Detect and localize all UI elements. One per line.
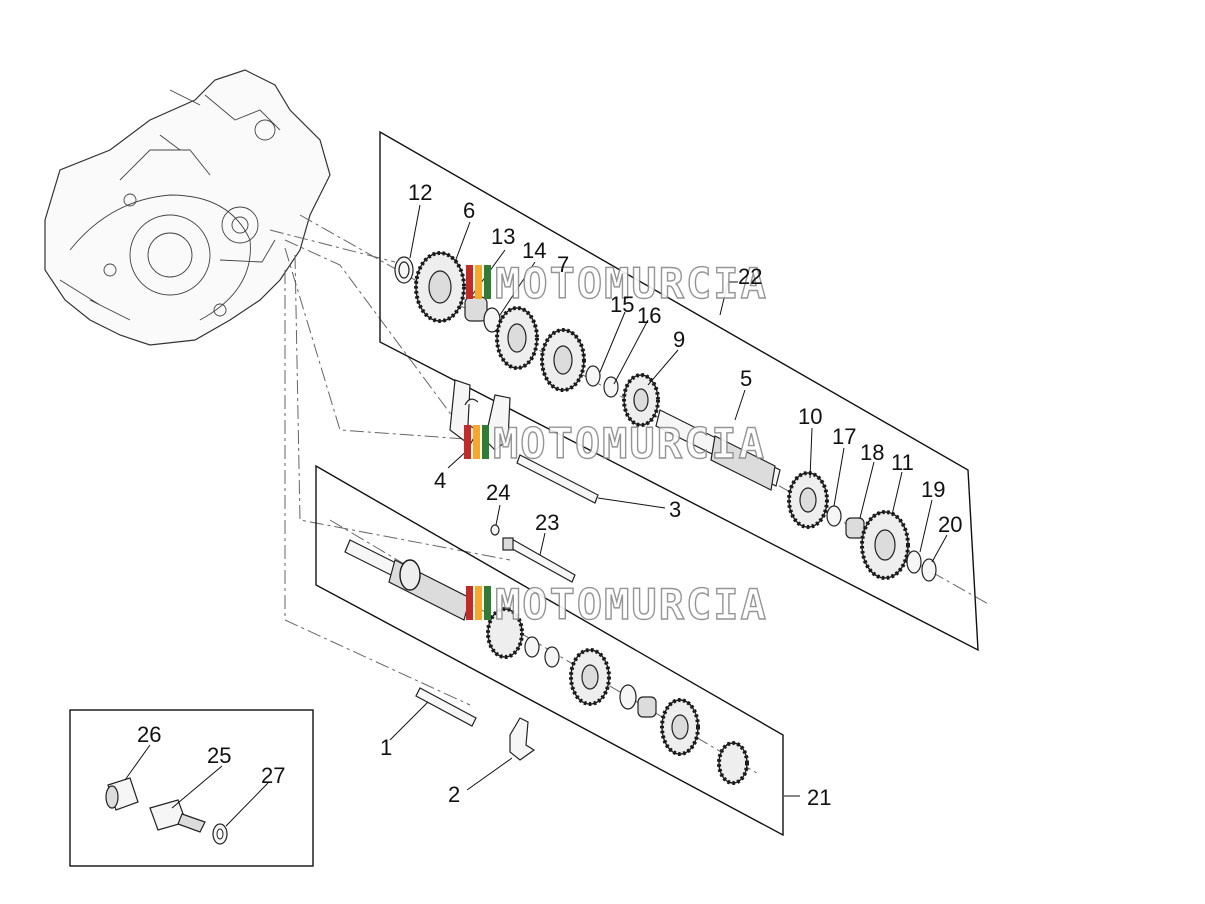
part-layshaft-gear-a — [486, 607, 524, 659]
part-3-fork-rod — [516, 454, 599, 504]
part-18-bushing — [845, 517, 865, 539]
watermark-middle: MOTOMURCIA — [464, 418, 766, 469]
callout-5: 5 — [740, 366, 752, 391]
callout-labels: 12 6 13 14 7 22 15 16 9 5 10 17 18 11 19… — [137, 180, 962, 810]
callout-11: 11 — [891, 450, 914, 475]
callout-23: 23 — [535, 510, 559, 535]
callout-19: 19 — [921, 477, 945, 502]
watermark-top: MOTOMURCIA — [466, 258, 768, 309]
crankcase-illustration — [44, 69, 331, 346]
watermark-bottom: MOTOMURCIA — [466, 579, 768, 630]
part-27-washer — [212, 823, 228, 845]
callout-20: 20 — [938, 512, 962, 537]
part-gear-main-3 — [540, 328, 586, 392]
part-25-sensor-plug — [149, 799, 206, 833]
part-layshaft-bearing — [619, 684, 657, 718]
part-26-sleeve — [105, 777, 139, 811]
callout-22: 22 — [738, 264, 762, 289]
part-layshaft-gear-d — [717, 741, 749, 785]
part-11-gear — [860, 510, 910, 580]
part-6-gear — [414, 251, 466, 323]
frame-detail-box — [69, 709, 314, 867]
watermark-text: MOTOMURCIA — [493, 419, 766, 468]
part-17-washer — [826, 505, 842, 527]
part-24-oring — [490, 524, 500, 536]
part-2-shift-fork — [509, 717, 536, 761]
callout-14: 14 — [522, 238, 546, 263]
callout-26: 26 — [137, 722, 161, 747]
part-23-selector-shaft — [502, 537, 576, 583]
callout-7: 7 — [557, 252, 569, 277]
part-10-gear — [787, 471, 829, 529]
part-layshaft-gear-c — [660, 698, 700, 756]
frame-group-21 — [315, 464, 784, 837]
part-5-main-shaft — [655, 409, 781, 491]
watermark-text: MOTOMURCIA — [495, 580, 768, 629]
part-20-circlip — [921, 558, 937, 582]
callout-18: 18 — [860, 440, 884, 465]
part-layshaft-gear-b — [569, 648, 611, 706]
callout-17: 17 — [832, 424, 856, 449]
part-9-gear — [622, 373, 660, 427]
callout-15: 15 — [610, 292, 634, 317]
callout-21: 21 — [807, 785, 831, 810]
callout-6: 6 — [463, 198, 475, 223]
part-layshaft-washer-a — [524, 636, 560, 668]
callout-2: 2 — [448, 782, 460, 807]
watermark-text: MOTOMURCIA — [495, 259, 768, 308]
part-1-fork-rod — [415, 687, 477, 727]
callout-3: 3 — [669, 497, 681, 522]
part-19-washer — [906, 550, 922, 574]
part-layshaft — [344, 539, 471, 621]
callout-25: 25 — [207, 743, 231, 768]
part-15-circlip — [585, 365, 601, 387]
part-7-gear — [495, 306, 539, 370]
callout-12: 12 — [408, 180, 432, 205]
callout-13: 13 — [491, 224, 515, 249]
callout-1: 1 — [380, 735, 392, 760]
callout-27: 27 — [261, 763, 285, 788]
callout-4: 4 — [434, 468, 446, 493]
callout-16: 16 — [637, 303, 661, 328]
callout-10: 10 — [798, 404, 822, 429]
callout-9: 9 — [673, 327, 685, 352]
callout-24: 24 — [486, 480, 510, 505]
part-12-circlip — [394, 256, 414, 284]
frame-group-22 — [379, 130, 979, 652]
